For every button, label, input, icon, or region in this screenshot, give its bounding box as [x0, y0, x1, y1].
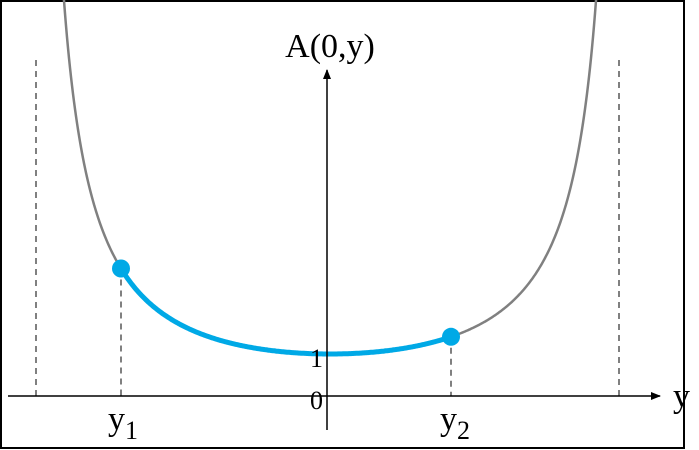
origin-label: 0: [310, 386, 323, 415]
y1-base: y: [108, 401, 125, 438]
point-y2: [442, 327, 460, 346]
y2-base: y: [440, 401, 457, 438]
y2-label: y2: [440, 401, 470, 445]
highlighted-segment: [118, 266, 454, 357]
point-y1: [112, 259, 130, 278]
y-axis-label: A(0,y): [285, 28, 375, 65]
y1-subscript: 1: [125, 416, 138, 445]
x-axis-label: y: [673, 378, 690, 415]
frame-border: [0, 0, 685, 449]
one-label: 1: [310, 344, 323, 373]
y2-subscript: 2: [457, 416, 470, 445]
y1-label: y1: [108, 401, 138, 445]
